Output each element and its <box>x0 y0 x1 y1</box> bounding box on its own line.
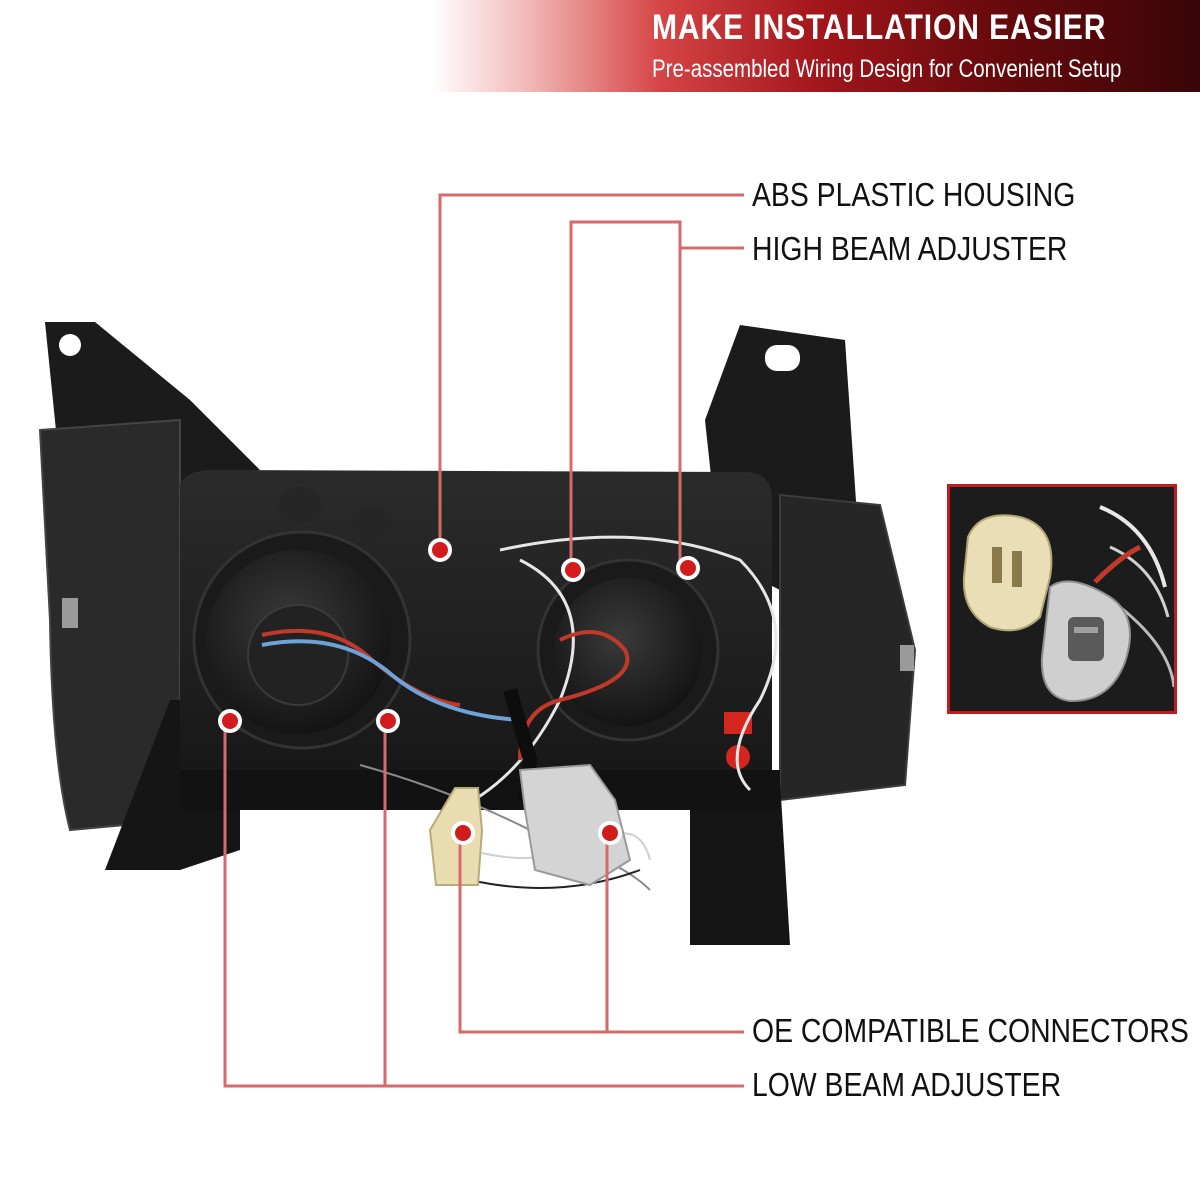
line-connectors <box>458 832 744 1034</box>
line-high-beam <box>569 220 744 568</box>
dot-connector-1 <box>451 821 475 845</box>
vent-knob-2 <box>352 506 392 538</box>
callout-housing: ABS PLASTIC HOUSING <box>752 176 1076 213</box>
header-banner: MAKE INSTALLATION EASIER Pre-assembled W… <box>0 0 1200 92</box>
wire-white-1 <box>499 535 778 792</box>
dot-low-beam-2 <box>376 709 400 733</box>
side-clip <box>900 645 914 671</box>
dot-high-beam-1 <box>561 558 585 582</box>
callout-dots <box>218 538 700 845</box>
inset-yellow-connector <box>962 514 1053 632</box>
wire-blue-low <box>261 639 521 722</box>
callout-lines <box>223 193 744 1088</box>
grey-connector <box>518 763 632 887</box>
wire-red-high <box>518 630 630 761</box>
left-clip <box>62 598 78 628</box>
dot-housing <box>428 538 452 562</box>
dot-connector-2 <box>598 821 622 845</box>
vent-knob <box>278 487 322 523</box>
inset-grey-connector <box>1040 580 1131 703</box>
banner-subtitle: Pre-assembled Wiring Design for Convenie… <box>652 55 1122 83</box>
callout-high-beam: HIGH BEAM ADJUSTER <box>752 230 1068 267</box>
connector-detail-inset <box>947 484 1177 714</box>
low-beam-cap <box>247 604 349 706</box>
callout-low-beam: LOW BEAM ADJUSTER <box>752 1066 1062 1103</box>
banner-title: MAKE INSTALLATION EASIER <box>652 8 1107 47</box>
right-foot <box>690 780 790 945</box>
right-lens <box>779 493 917 802</box>
callout-connectors: OE COMPATIBLE CONNECTORS <box>752 1012 1189 1049</box>
dot-high-beam-2 <box>676 556 700 580</box>
dot-low-beam-1 <box>218 709 242 733</box>
left-bracket-hole <box>59 334 81 356</box>
line-low-beam <box>223 720 744 1088</box>
right-bracket-slot <box>765 345 800 371</box>
line-housing <box>438 193 744 548</box>
connector-detail-image <box>950 487 1174 711</box>
lens-edge <box>38 418 181 832</box>
wire-black <box>469 869 641 889</box>
